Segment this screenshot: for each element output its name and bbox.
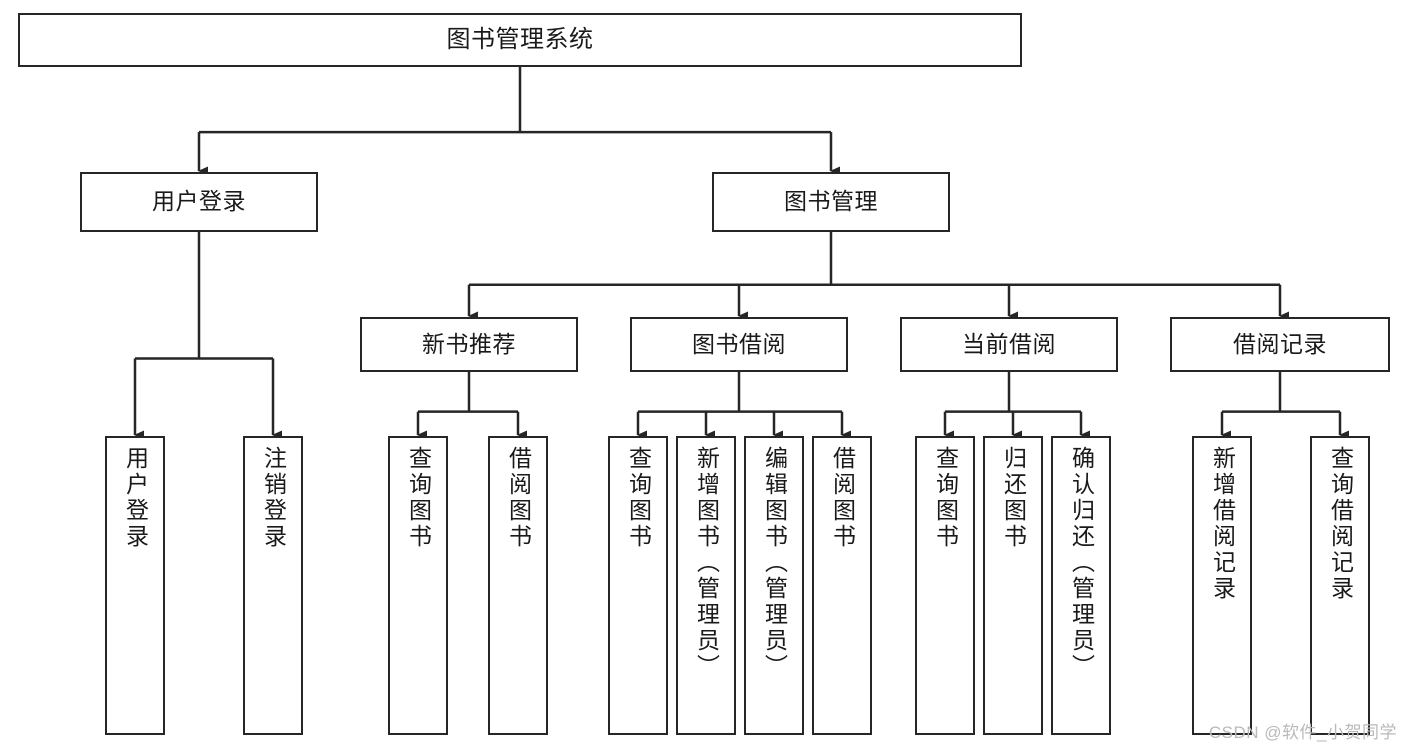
node-leaf-user-login[interactable]: 用户登录 [105,436,165,735]
node-borrow-record[interactable]: 借阅记录 [1170,317,1390,372]
node-leaf-confirm-return[interactable]: 确认归还（管理员） [1051,436,1111,735]
node-label: 用户登录 [152,188,246,215]
node-label: 查询图书 [932,446,959,550]
node-label: 注销登录 [260,446,287,550]
node-new-book-rec[interactable]: 新书推荐 [360,317,578,372]
node-label: 用户登录 [122,446,149,550]
node-leaf-query-book-2[interactable]: 查询图书 [608,436,668,735]
node-book-borrow[interactable]: 图书借阅 [630,317,848,372]
node-label: 借阅记录 [1233,330,1327,357]
node-leaf-query-record[interactable]: 查询借阅记录 [1310,436,1370,735]
node-label: 新增图书（管理员） [693,446,720,680]
node-label: 新书推荐 [422,330,516,357]
node-label: 图书管理系统 [446,25,594,53]
node-label: 图书借阅 [692,330,786,357]
node-user-login[interactable]: 用户登录 [80,172,318,232]
node-leaf-query-book-1[interactable]: 查询图书 [388,436,448,735]
node-label: 当前借阅 [962,330,1056,357]
node-label: 图书管理 [784,188,878,215]
node-leaf-add-book[interactable]: 新增图书（管理员） [676,436,736,735]
node-label: 查询图书 [405,446,432,550]
node-label: 借阅图书 [829,446,856,550]
node-current-borrow[interactable]: 当前借阅 [900,317,1118,372]
node-label: 查询借阅记录 [1327,446,1354,602]
node-leaf-borrow-book-2[interactable]: 借阅图书 [812,436,872,735]
node-leaf-user-logout[interactable]: 注销登录 [243,436,303,735]
node-leaf-edit-book[interactable]: 编辑图书（管理员） [744,436,804,735]
node-label: 借阅图书 [505,446,532,550]
node-leaf-return-book[interactable]: 归还图书 [983,436,1043,735]
node-book-manage[interactable]: 图书管理 [712,172,950,232]
node-leaf-query-book-3[interactable]: 查询图书 [915,436,975,735]
node-label: 归还图书 [1000,446,1027,550]
watermark-label: CSDN @软件_小贺同学 [1208,723,1397,742]
node-label: 新增借阅记录 [1209,446,1236,602]
node-root[interactable]: 图书管理系统 [18,13,1022,67]
node-label: 编辑图书（管理员） [761,446,788,680]
node-leaf-add-record[interactable]: 新增借阅记录 [1192,436,1252,735]
node-label: 查询图书 [625,446,652,550]
node-leaf-borrow-book-1[interactable]: 借阅图书 [488,436,548,735]
node-label: 确认归还（管理员） [1068,446,1095,680]
